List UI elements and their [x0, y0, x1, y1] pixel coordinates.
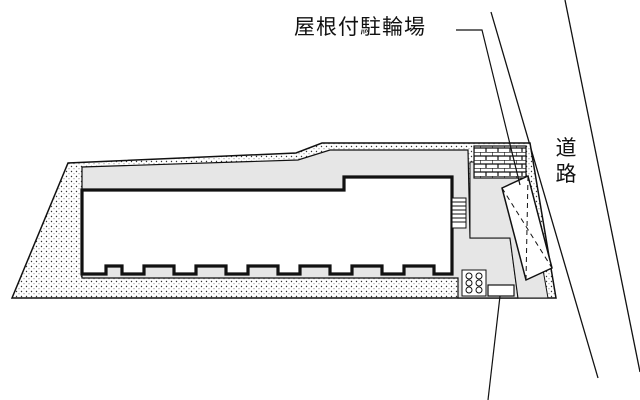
leader-line-bike: [456, 29, 521, 186]
garbage-box: [487, 284, 515, 297]
bicycle-parking-label: 屋根付駐輪場: [294, 15, 426, 39]
road: [490, 0, 640, 379]
brick-wall: [473, 145, 527, 179]
leader-line-bottom: [487, 295, 501, 400]
road-label-char-2: 路: [555, 162, 577, 186]
road-label-char-1: 道: [555, 136, 577, 160]
utility-meters: [461, 269, 487, 297]
stairs: [451, 197, 467, 229]
road-label: 道 路: [554, 138, 578, 190]
building: [80, 175, 454, 276]
